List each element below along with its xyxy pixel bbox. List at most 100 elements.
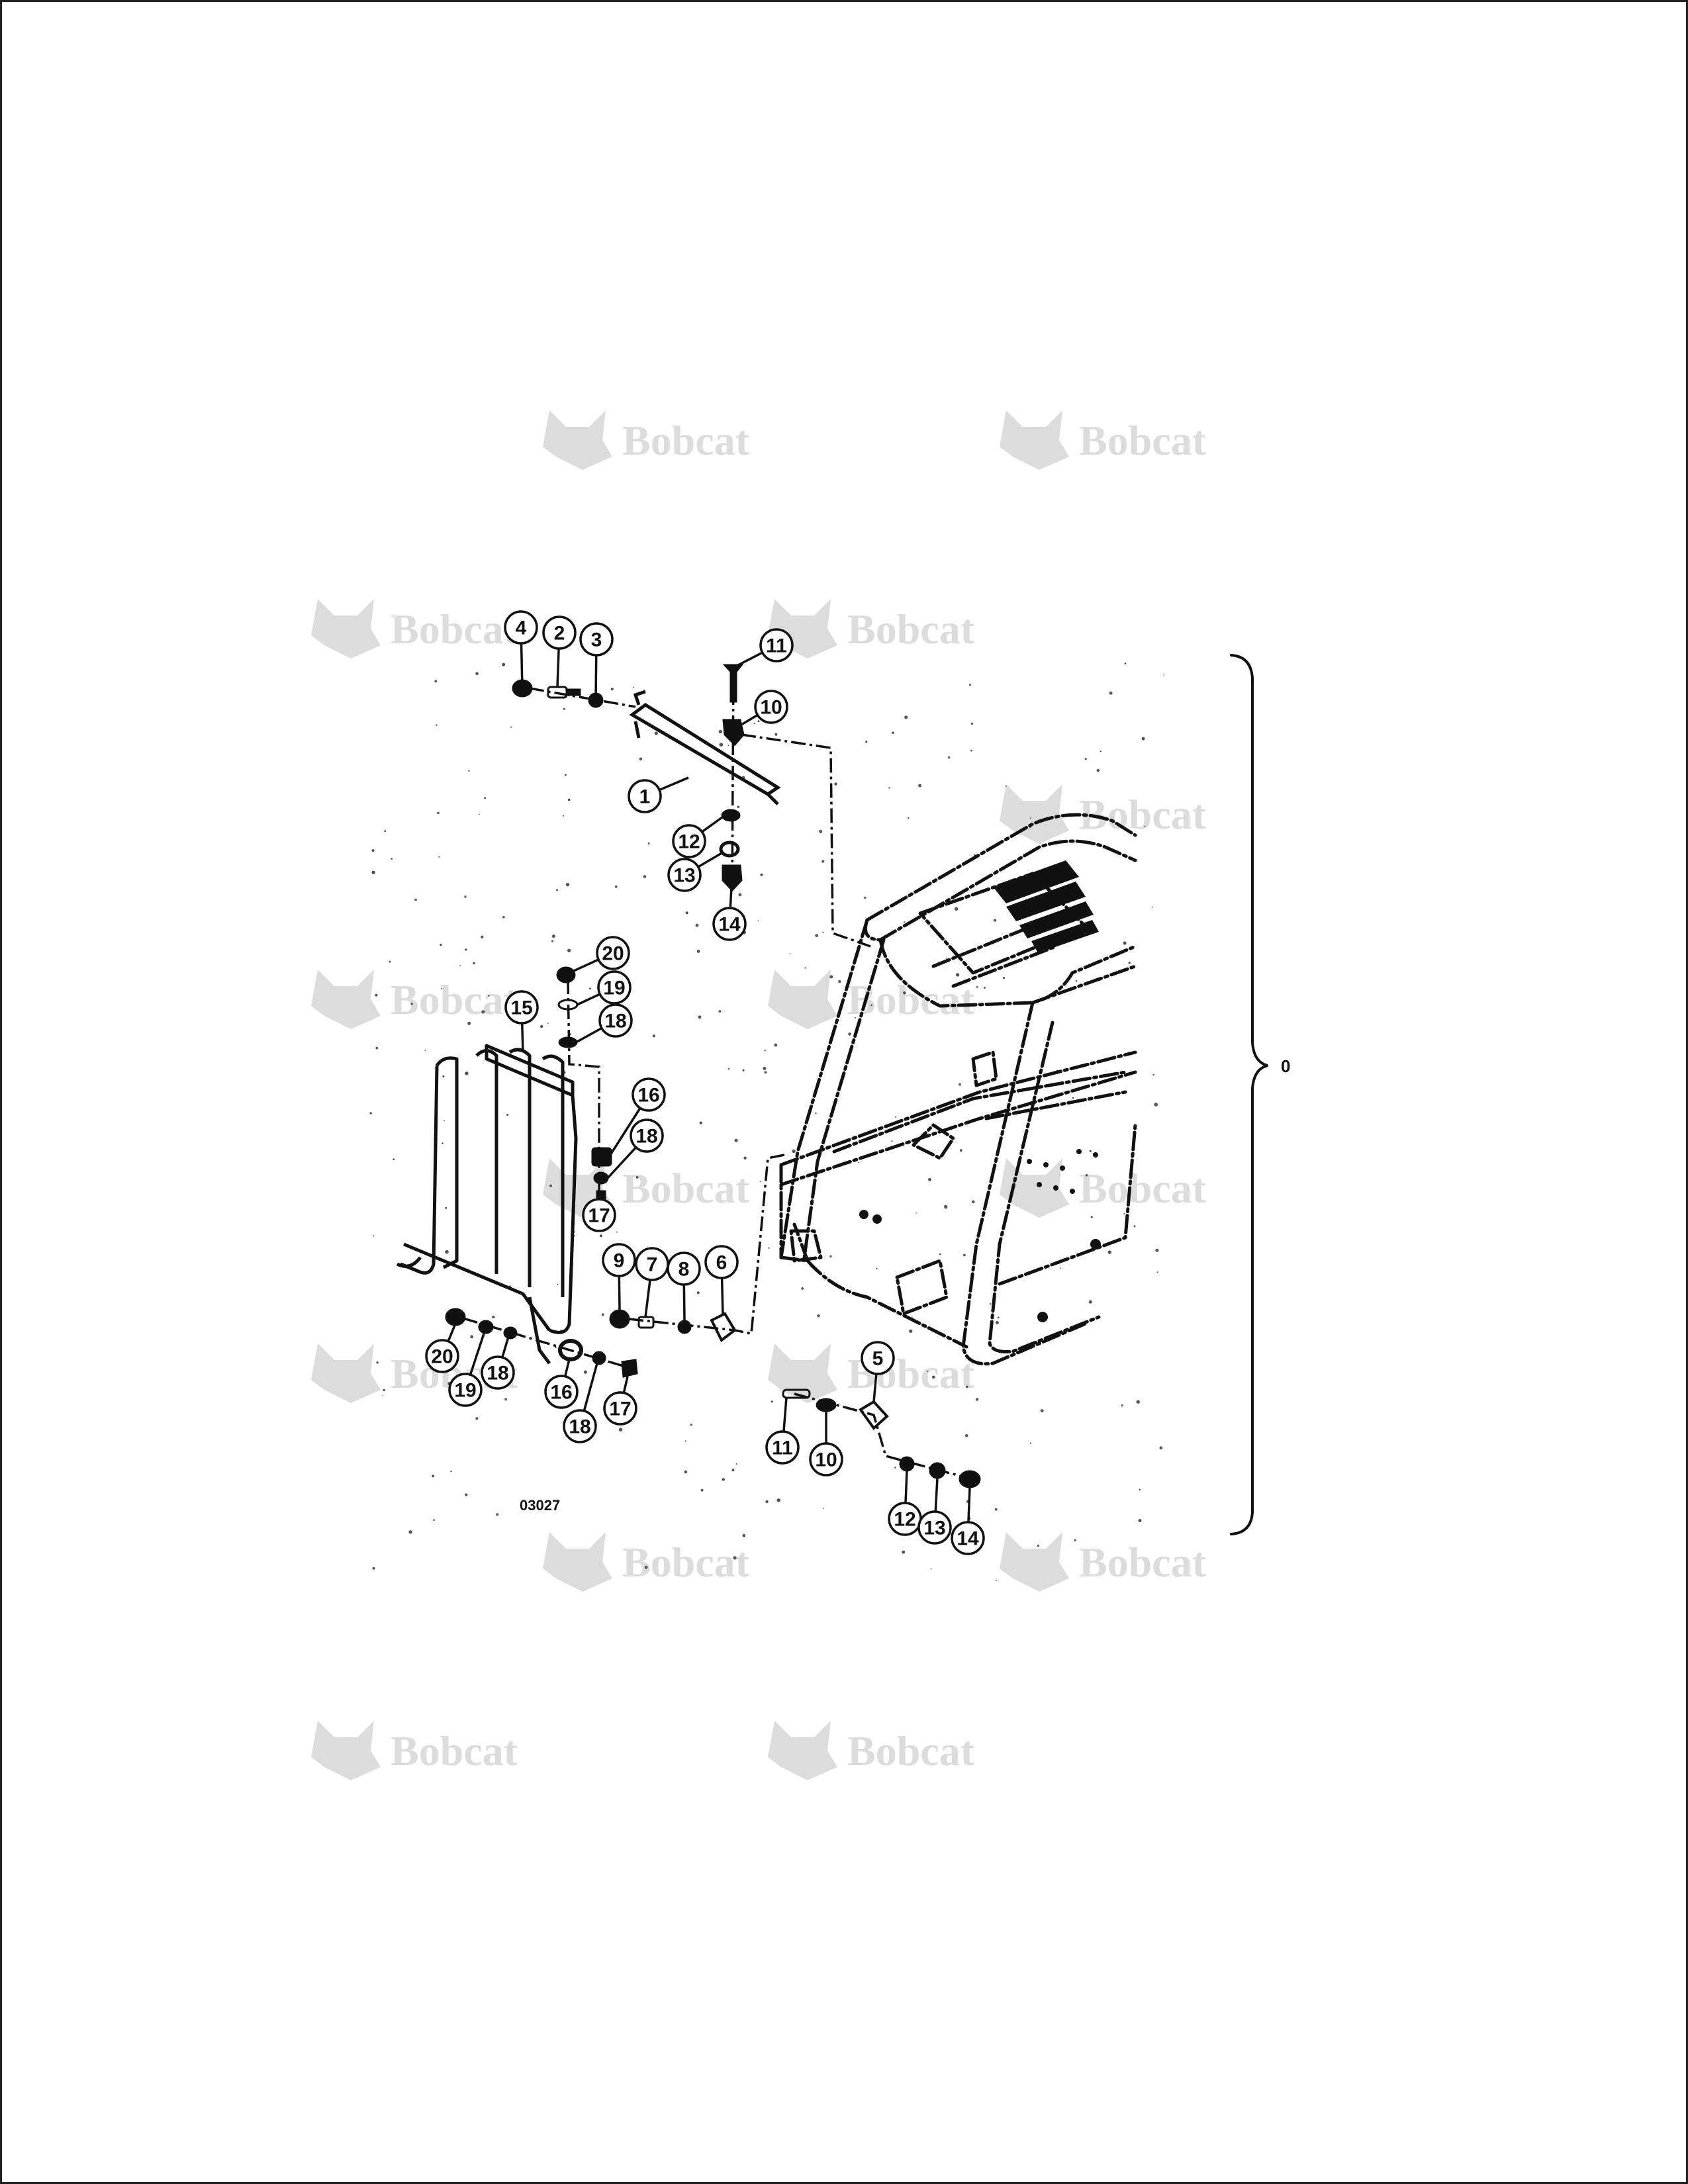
speckle [685,911,688,915]
speckle [1060,1267,1062,1269]
speckle [470,1335,474,1339]
speckle [737,805,740,808]
leader-lines [441,627,971,1539]
callout-label: 18 [569,1416,590,1438]
callout-circle [628,779,662,813]
speckle [1155,1248,1159,1252]
callout-circle [504,610,538,645]
callout-circle [704,1245,739,1279]
callout-label: 17 [588,1205,610,1227]
speckle [801,1287,804,1290]
speckle [698,1015,702,1019]
callout-15: 15 [504,990,539,1024]
watermark: Bobcat [768,1721,975,1780]
speckle [371,870,375,875]
speckle [1089,1150,1092,1152]
center-lines [463,664,980,1482]
callout-label: 1 [639,786,651,808]
speckle [643,875,647,878]
speckle [829,1255,832,1258]
speckle [383,1388,385,1392]
callout-10: 10 [754,690,788,724]
callout-18: 18 [481,1355,515,1390]
callout-16: 16 [544,1375,579,1409]
callout-label: 18 [604,1011,626,1032]
speckle [1136,1400,1140,1404]
callout-circle [579,622,614,657]
callout-13: 13 [917,1510,952,1545]
speckle [1159,1446,1163,1449]
speckle [700,1488,704,1492]
speckle [1121,1404,1123,1407]
speckle [410,1002,413,1005]
speckle [433,1519,435,1521]
watermark-text: Bobcat [847,1727,975,1774]
callout-circle [481,1355,515,1390]
speckle [993,919,997,922]
callout-circle [425,1339,459,1373]
callout-label: 12 [678,831,700,853]
speckle [647,842,650,844]
watermark-text: Bobcat [1079,417,1207,464]
speckle [892,731,894,734]
callout-circle [632,1077,666,1112]
speckle [804,967,806,969]
speckle [948,756,951,759]
callout-13: 13 [667,858,702,892]
speckle [369,1112,372,1115]
speckle [975,1398,979,1401]
speckle [855,1017,857,1019]
speckle [902,1550,906,1554]
speckle [903,991,906,995]
speckle [481,1010,485,1014]
speckle [731,1469,735,1472]
callout-12: 12 [888,1502,922,1536]
speckle [757,720,760,723]
speckle [563,815,565,817]
speckle [983,986,986,989]
callout-label: 11 [772,1437,793,1459]
callout-circle [598,1003,633,1038]
speckle [719,743,724,747]
speckle [976,985,978,988]
speckle [441,987,443,989]
watermark-text: Bobcat [622,1539,750,1586]
speckle [1002,977,1005,979]
callout-label: 7 [647,1254,658,1276]
speckle [759,1181,761,1183]
speckle [468,770,470,772]
speckle [829,975,833,979]
bobcat-logo-icon [311,599,381,659]
speckle [994,1508,998,1511]
watermark-text: Bobcat [622,417,750,464]
speckle [918,784,922,788]
callout-label: 10 [815,1449,837,1471]
callout-label: 11 [766,635,787,657]
assembly-label: 0 [1281,1056,1290,1076]
speckle [1072,1097,1074,1099]
speckle [639,757,643,760]
speckle [555,1346,557,1349]
speckle [1156,1271,1158,1273]
bobcat-logo-icon [1000,1158,1069,1218]
speckle [424,1049,426,1051]
watermark: Bobcat [311,1721,518,1780]
speckle [771,1400,773,1403]
speckle [540,1024,543,1028]
speckle [966,1385,968,1388]
callout-circle [765,1430,800,1465]
speckle [475,672,479,676]
callout-label: 2 [554,623,565,645]
speckle [502,916,505,919]
callout-circle [712,907,747,941]
speckle [743,1156,747,1160]
speckle [465,948,467,951]
speckle [479,813,480,815]
speckle [909,1329,913,1333]
callout-circle [951,1521,985,1555]
speckle [567,798,571,801]
speckle [722,1478,726,1481]
speckle [1154,1103,1158,1107]
